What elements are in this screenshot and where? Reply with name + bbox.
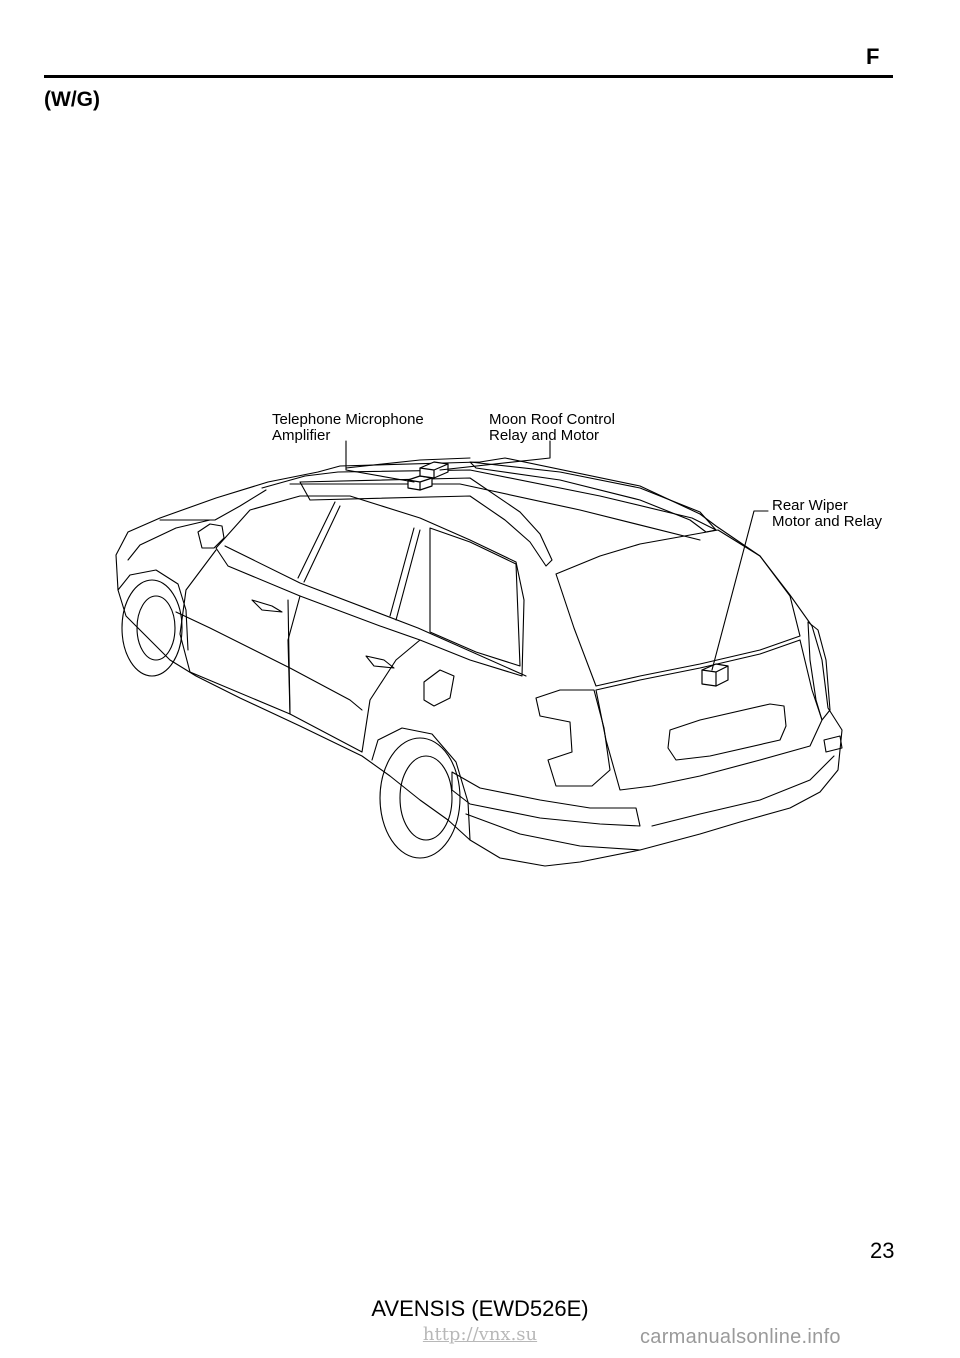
roof-rail-left (299, 477, 553, 567)
side-windows (215, 495, 525, 677)
model-code: AVENSIS (EWD526E) (371, 1296, 589, 1321)
callout-telephone-microphone-amplifier: Telephone Microphone Amplifier (272, 412, 424, 444)
callout-wiper-line2: Motor and Relay (772, 513, 883, 530)
callout-moon-line2: Relay and Motor (489, 427, 600, 444)
rear-wiper-motor (701, 663, 729, 687)
tail-light-left (535, 689, 611, 787)
moon-roof-control-relay (419, 461, 449, 479)
watermark-text: carmanualsonline.info (640, 1326, 841, 1348)
plate-recess (667, 703, 787, 761)
fuel-flap (423, 669, 455, 707)
side-mirror (197, 523, 225, 549)
callout-moon-line1: Moon Roof Control (489, 411, 615, 428)
car-body-outline (115, 457, 843, 867)
door-front (179, 549, 291, 715)
front-wheel (121, 579, 183, 677)
header-rule (44, 75, 893, 78)
callout-moon-roof-control: Moon Roof Control Relay and Motor (489, 412, 615, 444)
door-rear (287, 595, 421, 753)
leader-lines (345, 440, 769, 671)
rear-bumper (451, 771, 641, 827)
tail-light-right (807, 621, 831, 721)
site-link[interactable]: http://vnx.su (422, 1324, 538, 1345)
page-number: 23 (870, 1238, 895, 1263)
section-letter: F (866, 44, 880, 69)
callout-tel-line1: Telephone Microphone (272, 411, 424, 428)
callout-rear-wiper-motor: Rear Wiper Motor and Relay (772, 498, 882, 530)
rear-window (555, 529, 801, 687)
callout-tel-line2: Amplifier (272, 427, 331, 444)
rear-wheel (379, 737, 461, 859)
telephone-microphone-amplifier (407, 475, 433, 491)
tailgate (595, 639, 823, 791)
body-variant-label: (W/G) (44, 88, 100, 111)
roof-outline (261, 469, 717, 531)
callout-wiper-line1: Rear Wiper (772, 497, 848, 514)
